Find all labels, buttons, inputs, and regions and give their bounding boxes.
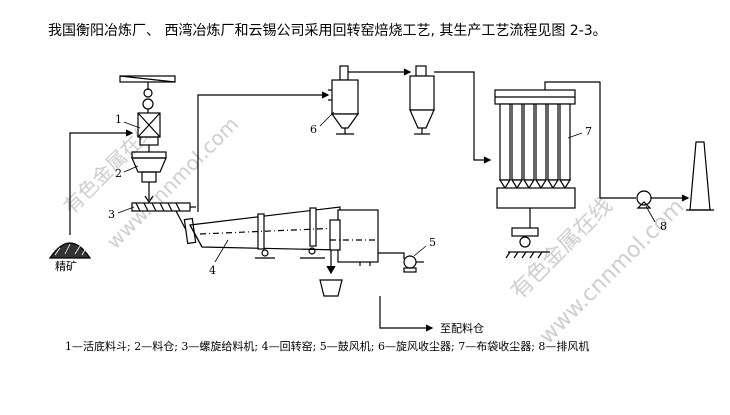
label-2: 2	[115, 167, 122, 180]
figure-caption: 1—活底料斗; 2—料仓; 3—螺旋给料机; 4—回转窑; 5—鼓风机; 6—旋…	[65, 340, 590, 353]
number-leaders	[117, 111, 656, 263]
watermark-text-4: www.cnnmol.com	[535, 194, 690, 349]
label-5: 5	[429, 236, 436, 249]
hoist-crane	[119, 75, 176, 113]
heading-text: 我国衡阳冶炼厂、 西湾冶炼厂和云锡公司采用回转窑焙烧工艺, 其生产工艺流程见图 …	[48, 23, 607, 39]
label-concentrate: 精矿	[55, 260, 77, 273]
screw-feeder	[131, 202, 196, 231]
rotary-kiln	[183, 206, 341, 259]
live-bottom-hopper	[137, 112, 161, 152]
blower-air-line	[378, 252, 405, 259]
label-6: 6	[310, 123, 317, 136]
secondary-cyclone	[409, 65, 456, 135]
label-7: 7	[585, 125, 592, 138]
concentrate-feed-line	[69, 132, 132, 235]
exhaust-fan	[636, 190, 690, 209]
label-8: 8	[660, 220, 667, 233]
flue-gas-line-3	[456, 71, 490, 161]
bag-filter	[494, 89, 576, 259]
blower	[403, 255, 424, 273]
storage-bin	[131, 151, 167, 204]
label-3: 3	[108, 208, 115, 221]
label-4: 4	[209, 264, 216, 277]
bagfilter-outlet-line	[544, 81, 636, 199]
calcine-discharge	[319, 250, 434, 332]
kiln-discharge-head	[329, 209, 379, 266]
label-to-batching-bin: 至配料仓	[440, 321, 484, 335]
chimney-stack	[686, 141, 714, 211]
label-1: 1	[115, 113, 122, 126]
concentrate-pile	[48, 242, 92, 259]
flue-gas-line-1	[197, 94, 328, 212]
cyclone-collector	[328, 65, 360, 135]
